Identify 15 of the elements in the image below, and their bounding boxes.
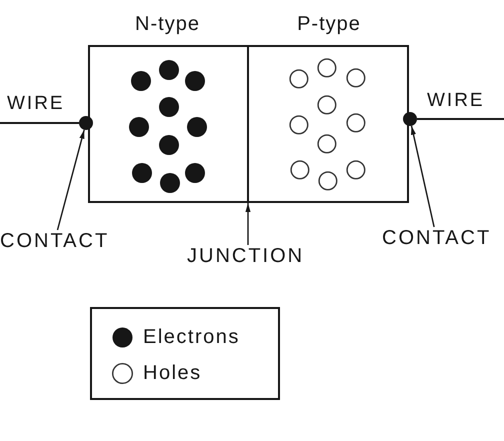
legend-label: Electrons — [143, 326, 240, 348]
callout-label: CONTACT — [0, 230, 110, 252]
contact-dot-icon — [403, 112, 417, 126]
wire-label: WIRE — [427, 90, 485, 112]
callout-label: CONTACT — [382, 227, 492, 249]
leader-arrow — [56, 130, 85, 230]
region-label: N-type — [135, 13, 200, 35]
contact-dot-icon — [79, 116, 93, 130]
region-label: P-type — [297, 13, 361, 35]
leader-arrow — [410, 126, 435, 228]
wire-label: WIRE — [7, 93, 65, 115]
junction-line — [247, 45, 249, 203]
leader-arrow — [245, 203, 251, 245]
callout-label: JUNCTION — [187, 245, 304, 267]
legend-label: Holes — [143, 362, 202, 384]
